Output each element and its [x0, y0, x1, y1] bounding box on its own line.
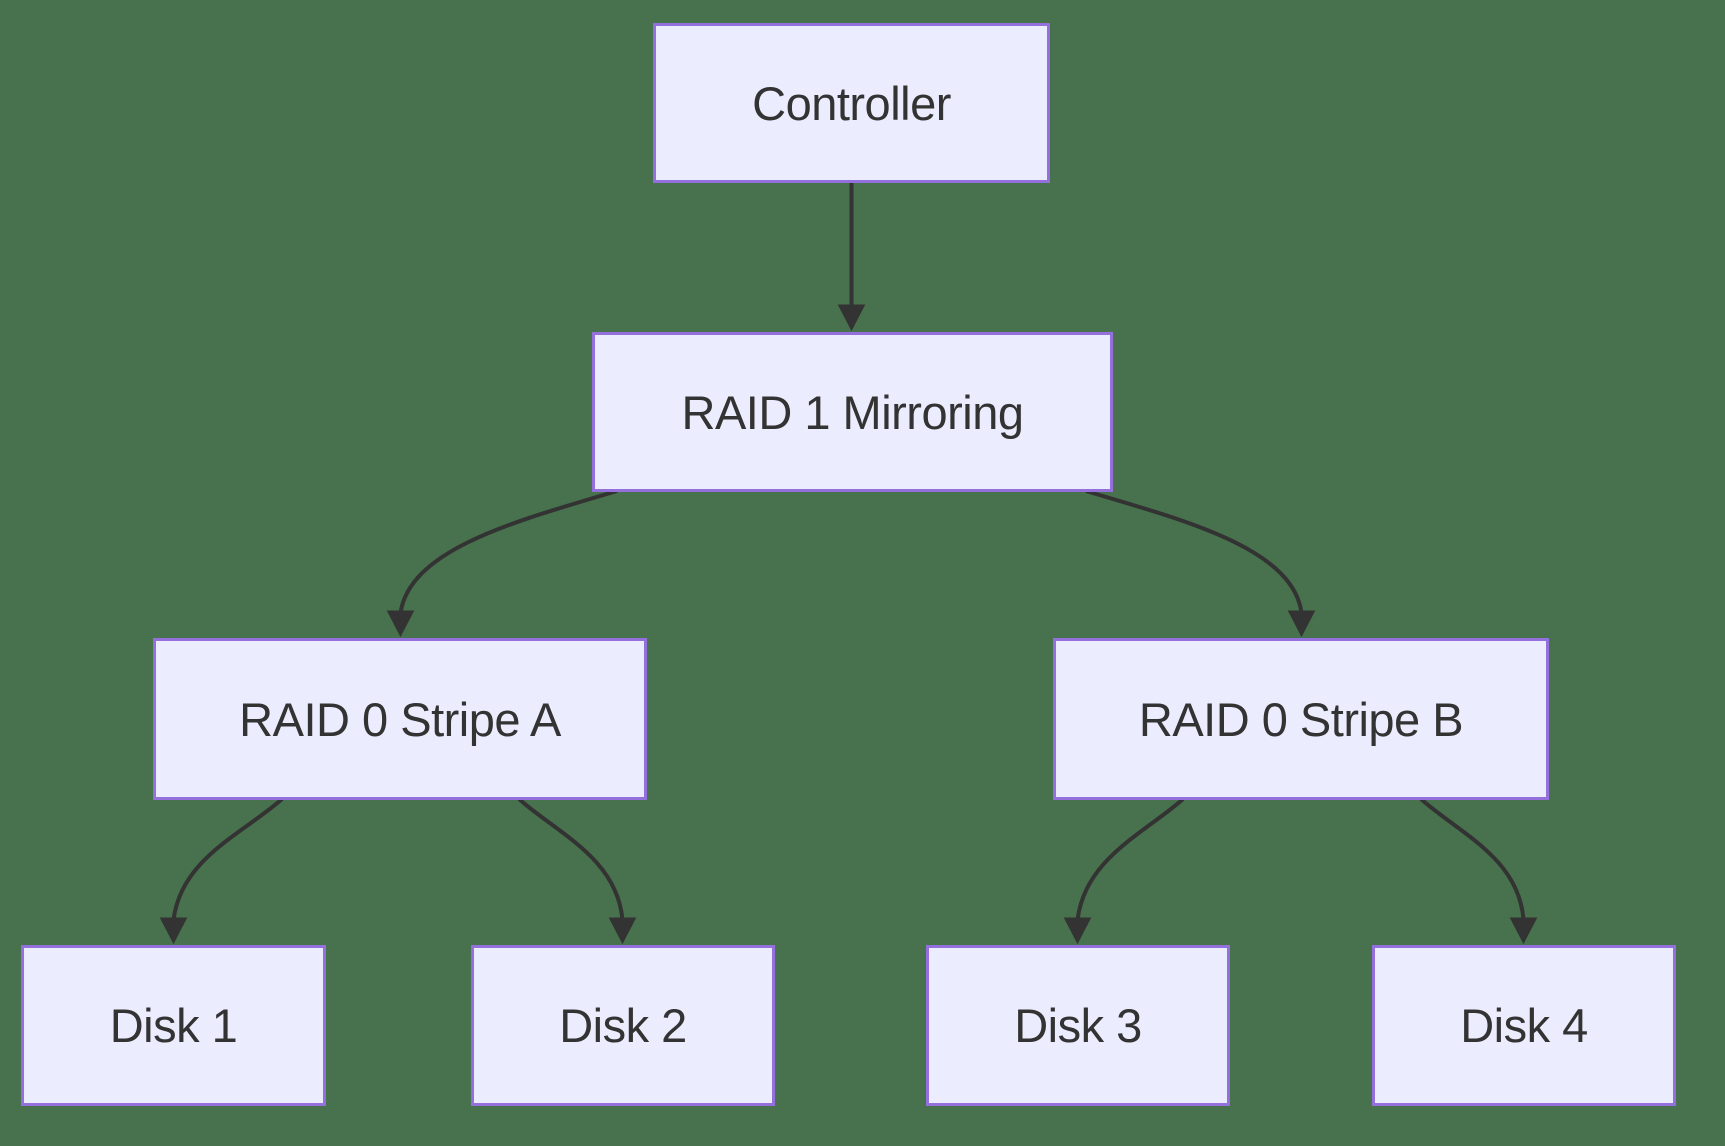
node-disk-2-label: Disk 2 [559, 999, 687, 1052]
edge-line [1085, 489, 1304, 614]
arrowhead-icon [1063, 917, 1092, 945]
node-disk-2: Disk 2 [471, 945, 775, 1106]
node-disk-4: Disk 4 [1372, 945, 1676, 1106]
node-raid0-stripe-b-label: RAID 0 Stripe B [1138, 692, 1464, 746]
edge-raid1-to-stripe-a [386, 489, 618, 638]
node-disk-1: Disk 1 [21, 945, 326, 1106]
arrowhead-icon [837, 304, 866, 332]
node-disk-3-label: Disk 3 [1014, 999, 1142, 1052]
edge-line [398, 489, 618, 614]
node-raid0-stripe-a: RAID 0 Stripe A [153, 638, 647, 800]
edge-line [1075, 797, 1185, 921]
node-disk-1-label: Disk 1 [109, 999, 238, 1052]
node-raid0-stripe-a-label: RAID 0 Stripe A [239, 692, 561, 746]
edge-stripe-a-to-disk2 [517, 797, 637, 945]
arrowhead-icon [1509, 917, 1538, 945]
edge-stripe-b-to-disk4 [1419, 797, 1538, 945]
arrowhead-icon [608, 917, 637, 945]
node-disk-4-label: Disk 4 [1460, 999, 1588, 1052]
edge-controller-to-raid1-mirroring [837, 183, 866, 332]
node-controller: Controller [653, 23, 1050, 183]
arrowhead-icon [386, 610, 415, 638]
node-disk-3: Disk 3 [926, 945, 1230, 1106]
arrowhead-icon [159, 917, 188, 945]
edge-raid1-to-stripe-b [1085, 489, 1316, 638]
edge-line [171, 797, 284, 921]
edge-stripe-a-to-disk1 [159, 797, 284, 945]
arrowhead-icon [1287, 610, 1316, 638]
node-raid1-mirroring: RAID 1 Mirroring [592, 332, 1113, 492]
node-raid1-mirroring-label: RAID 1 Mirroring [681, 385, 1024, 439]
node-raid0-stripe-b: RAID 0 Stripe B [1053, 638, 1549, 800]
edge-line [517, 797, 625, 921]
node-controller-label: Controller [752, 76, 951, 130]
edge-line [1419, 797, 1526, 921]
edge-stripe-b-to-disk3 [1063, 797, 1185, 945]
